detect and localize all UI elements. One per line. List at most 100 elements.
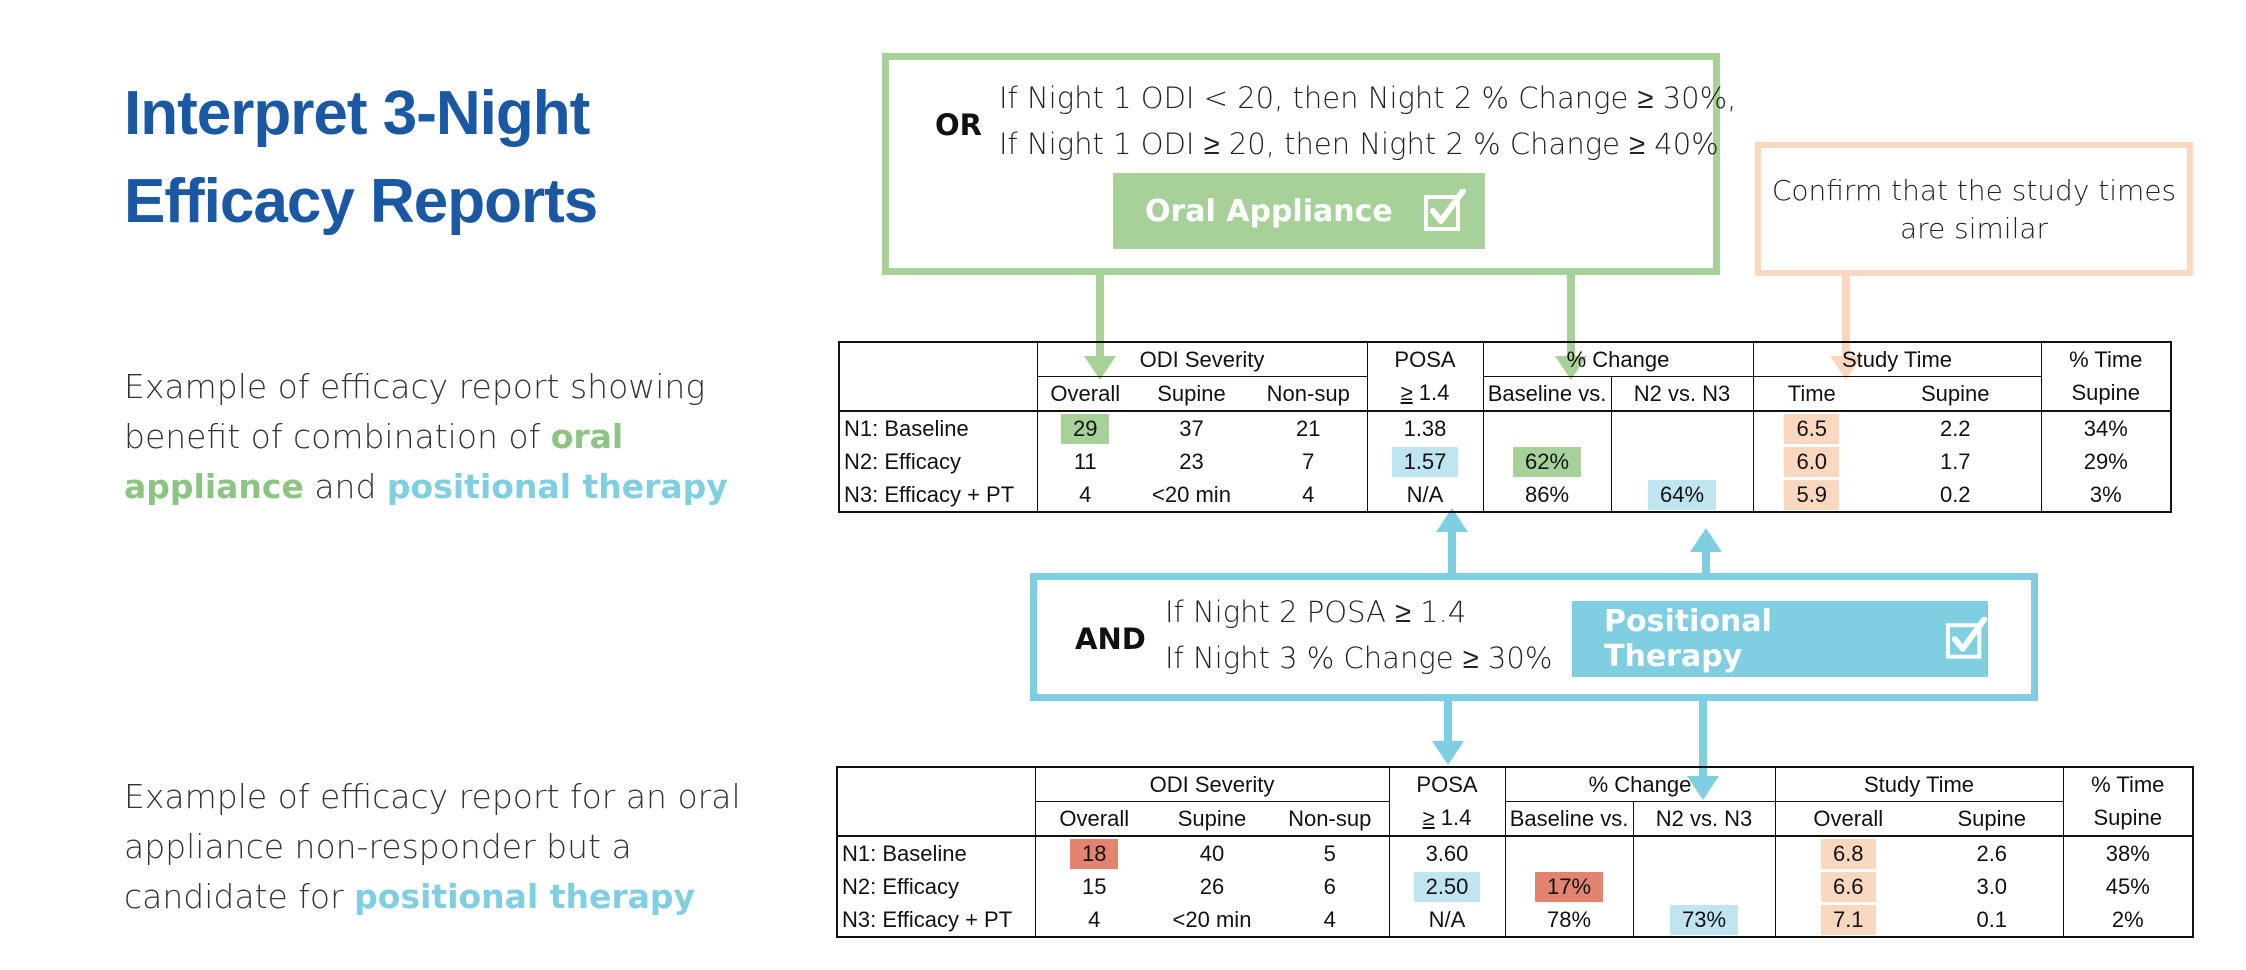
cell-value: 29	[1061, 413, 1110, 444]
header-time-supine: Supine	[1870, 376, 2041, 412]
posa-threshold: 1.4	[1440, 805, 1472, 831]
cell-supine: 23	[1179, 448, 1204, 474]
row-label: N3: Efficacy + PT	[842, 906, 1013, 932]
cell-time: 5.9	[1752, 478, 1870, 512]
cell-posa: N/A	[1388, 903, 1505, 937]
header-study-time: Study Time	[1774, 767, 2063, 802]
desc1-oral-appliance: oral appliance	[124, 417, 624, 506]
header-percent-change: % Change	[1482, 342, 1753, 377]
cell-baseline: 62%	[1482, 445, 1611, 478]
cell-supine: 26	[1199, 873, 1225, 899]
header-time-supine: Supine	[1921, 801, 2063, 837]
cell-time: 6.5	[1752, 411, 1870, 445]
table-corner	[836, 767, 1035, 836]
header-nonsup: Non-sup	[1250, 376, 1367, 412]
cell-overall: 4	[1036, 478, 1133, 512]
header-supine: Supine	[1133, 376, 1250, 412]
cell-n2n3	[1632, 836, 1775, 870]
cell-value: 6.0	[1784, 446, 1840, 477]
header-pct-supine: Supine	[2040, 376, 2171, 412]
cell-nonsup: 4	[1323, 906, 1336, 932]
posa-ge: ≥	[1400, 380, 1413, 406]
header-nonsup: Non-sup	[1271, 801, 1389, 837]
cell-time-supine: 0.2	[1939, 481, 1971, 507]
cell-time-supine: 2.6	[1976, 840, 2008, 866]
header-n2n3: N2 vs. N3	[1610, 376, 1753, 412]
title-line-2: Efficacy Reports	[124, 167, 598, 236]
cell-baseline: 86%	[1482, 478, 1611, 512]
header-posa: POSA	[1366, 342, 1483, 377]
cell-baseline: 17%	[1504, 870, 1633, 903]
header-overall: Overall	[1034, 801, 1153, 837]
table-corner	[838, 342, 1037, 411]
cell-n2n3	[1632, 870, 1775, 903]
arrow-down-to-posa	[1432, 701, 1464, 765]
cell-time-supine: 3.0	[1976, 873, 2008, 899]
cell-supine: <20 min	[1152, 481, 1231, 507]
row-label: N3: Efficacy + PT	[844, 481, 1015, 507]
confirm-study-times-box: Confirm that the study times are similar	[1755, 142, 2193, 276]
header-percent-time: % Time	[2040, 342, 2171, 377]
cell-time: 6.0	[1752, 445, 1870, 478]
oral-appliance-label: Oral Appliance	[1145, 193, 1393, 229]
cell-overall: 18	[1034, 836, 1153, 870]
cell-value: 5.9	[1784, 479, 1840, 510]
header-baseline: Baseline vs.	[1482, 376, 1611, 412]
or-label: OR	[935, 108, 982, 142]
cell-time: 7.1	[1774, 903, 1921, 937]
cell-posa: 3.60	[1388, 836, 1505, 870]
cell-value: 7.1	[1820, 904, 1876, 935]
title-line-1: Interpret 3-Night	[124, 79, 590, 148]
desc2-text: Example of efficacy report for an oral a…	[124, 777, 741, 916]
cell-nonsup: 5	[1323, 840, 1336, 866]
desc1-text: Example of efficacy report showing benef…	[124, 367, 706, 456]
efficacy-report-table-1: ODI Severity POSA % Change Study Time % …	[838, 341, 2172, 513]
cell-value: 6.6	[1820, 871, 1876, 902]
efficacy-report-table-2: ODI Severity POSA % Change Study Time % …	[836, 766, 2194, 938]
cell-baseline: 78%	[1504, 903, 1633, 937]
cell-supine: 37	[1179, 415, 1204, 441]
oral-appliance-badge: Oral Appliance	[1113, 173, 1485, 249]
cell-supine: <20 min	[1172, 906, 1252, 932]
cell-value: 2.50	[1413, 871, 1481, 902]
header-odi-severity: ODI Severity	[1036, 342, 1367, 377]
cell-posa: 2.50	[1388, 870, 1505, 903]
cell-n2n3: 73%	[1632, 903, 1775, 937]
row-label: N2: Efficacy	[842, 873, 959, 899]
cell-value: 18	[1070, 838, 1119, 869]
or-condition-1: If Night 1 ODI < 20, then Night 2 % Chan…	[999, 81, 1737, 115]
cell-pct: 3%	[2040, 478, 2171, 512]
cell-value: 17%	[1534, 871, 1604, 902]
cell-posa: N/A	[1366, 478, 1483, 512]
cell-value: 1.57	[1391, 446, 1459, 477]
cell-baseline	[1482, 411, 1611, 445]
cell-value: 64%	[1647, 479, 1717, 510]
cell-value: 6.5	[1784, 413, 1840, 444]
cell-time-supine: 1.7	[1939, 448, 1971, 474]
arrow-up-to-posa	[1436, 508, 1468, 573]
header-overall: Overall	[1036, 376, 1133, 412]
header-percent-time: % Time	[2062, 767, 2193, 802]
cell-value: 73%	[1669, 904, 1739, 935]
header-percent-change: % Change	[1504, 767, 1775, 802]
cell-time: 6.8	[1774, 836, 1921, 870]
positional-therapy-badge: Positional Therapy	[1572, 601, 1988, 677]
positional-therapy-label: Positional Therapy	[1604, 604, 1772, 674]
header-n2n3: N2 vs. N3	[1632, 801, 1775, 837]
arrow-up-to-n2n3	[1690, 528, 1722, 573]
and-label: AND	[1075, 622, 1146, 656]
cell-supine: 40	[1199, 840, 1225, 866]
header-time: Time	[1752, 376, 1870, 412]
cell-overall: 15	[1034, 870, 1153, 903]
confirm-text: Confirm that the study times are similar	[1771, 174, 2177, 245]
cell-nonsup: 7	[1302, 448, 1315, 474]
page-title: Interpret 3-Night Efficacy Reports	[124, 70, 824, 246]
or-condition-2: If Night 1 ODI ≥ 20, then Night 2 % Chan…	[999, 127, 1719, 161]
cell-nonsup: 4	[1302, 481, 1315, 507]
desc1-positional-therapy: positional therapy	[386, 467, 728, 506]
table-row: N1: Baseline 29 37 21 1.38 6.5 2.2 34%	[839, 411, 2171, 445]
cell-nonsup: 21	[1296, 415, 1321, 441]
posa-ge: ≥	[1422, 805, 1435, 831]
and-condition-1: If Night 2 POSA ≥ 1.4	[1165, 595, 1467, 629]
header-baseline: Baseline vs.	[1504, 801, 1633, 837]
